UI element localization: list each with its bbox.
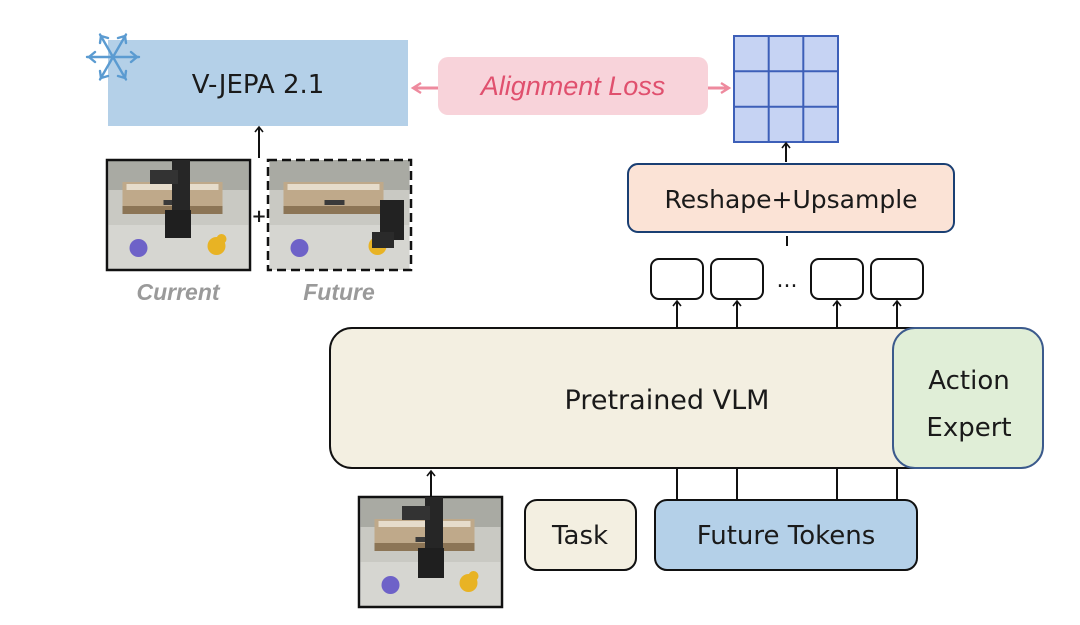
future-frame-image (266, 158, 413, 272)
output-token-1 (650, 258, 704, 300)
output-token-2 (710, 258, 764, 300)
output-token-ellipsis: ... (777, 268, 798, 293)
vlm-to-tokens-arrows (672, 299, 902, 328)
future-tokens-label: Future Tokens (697, 521, 876, 551)
task-label: Task (551, 521, 608, 551)
feature-grid (733, 35, 839, 143)
task-box (524, 499, 637, 571)
current-caption: Current (136, 279, 220, 305)
future-tokens-box (654, 499, 918, 571)
pretrained-vlm-label: Pretrained VLM (565, 385, 770, 416)
future-tokens-to-vlm-lines (676, 468, 898, 500)
action-expert-label-line2: Expert (926, 413, 1011, 443)
vjepa-encoder-box (108, 40, 408, 126)
future-caption: Future (303, 279, 375, 305)
alignment-loss-box (438, 57, 708, 115)
snowflake-icon (85, 33, 141, 81)
reshape-upsample-label: Reshape+Upsample (664, 185, 917, 214)
action-expert-label-line1: Action (928, 366, 1009, 396)
vjepa-encoder-label: V-JEPA 2.1 (192, 70, 325, 100)
output-token-4 (870, 258, 924, 300)
output-token-3 (810, 258, 864, 300)
action-expert-box (892, 327, 1044, 469)
current-frame-image (105, 158, 252, 272)
reshape-upsample-box (627, 163, 955, 233)
alignment-loss-label: Alignment Loss (479, 71, 666, 101)
input-observation-image (357, 495, 504, 609)
plus-sign: + (251, 206, 266, 227)
